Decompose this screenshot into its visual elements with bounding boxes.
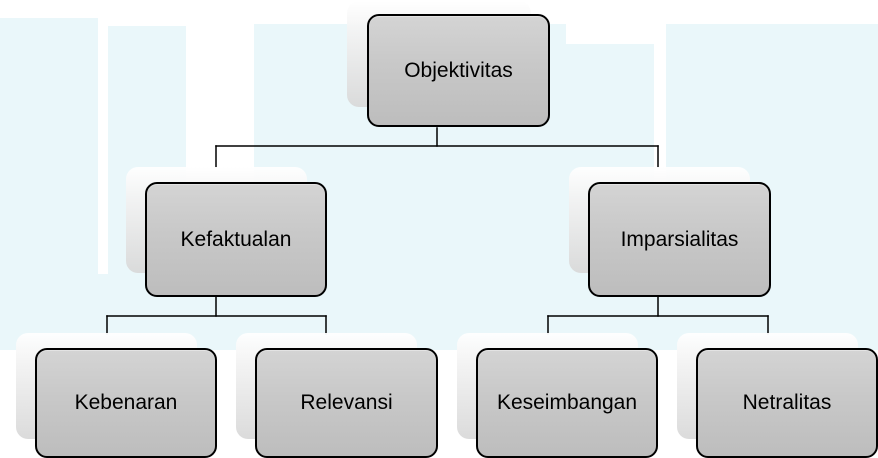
leaf3-node: Keseimbangan bbox=[476, 348, 658, 458]
leaf4-node: Netralitas bbox=[696, 348, 878, 458]
leaf3-node-label: Keseimbangan bbox=[496, 391, 638, 415]
right-node-label: Imparsialitas bbox=[620, 227, 739, 251]
right-node: Imparsialitas bbox=[588, 182, 771, 297]
leaf1-node-label: Kebenaran bbox=[74, 391, 178, 415]
leaf2-node-label: Relevansi bbox=[300, 391, 393, 415]
left-node: Kefaktualan bbox=[145, 182, 327, 297]
leaf2-node: Relevansi bbox=[255, 348, 438, 458]
leaf4-node-label: Netralitas bbox=[742, 391, 832, 415]
root-node-label: Objektivitas bbox=[404, 58, 513, 82]
left-node-label: Kefaktualan bbox=[180, 227, 292, 251]
root-node: Objektivitas bbox=[367, 14, 550, 127]
leaf1-node: Kebenaran bbox=[35, 348, 217, 458]
